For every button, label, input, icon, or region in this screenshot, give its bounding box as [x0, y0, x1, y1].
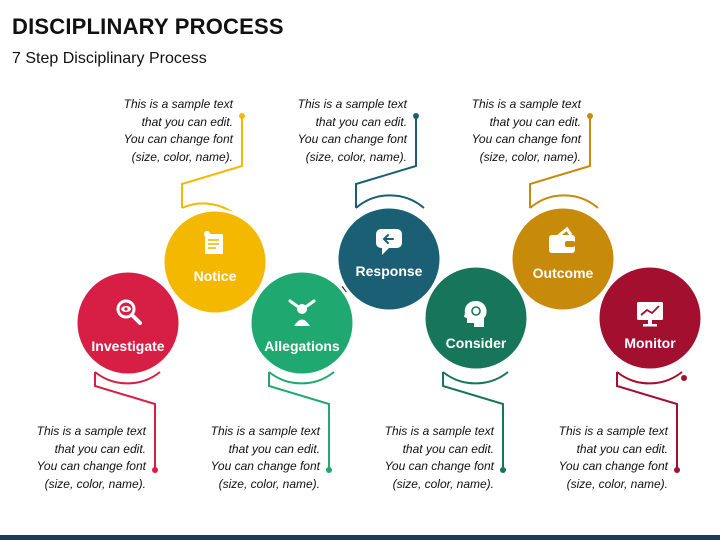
magnifier-eye-icon [116, 299, 142, 325]
note-line: that you can edit. [141, 114, 233, 129]
note-line: that you can edit. [576, 441, 668, 456]
callout-line-investigate [94, 372, 156, 470]
note-line: that you can edit. [228, 441, 320, 456]
step-label-investigate: Investigate [91, 338, 164, 354]
step-allegations: Allegations [248, 269, 356, 377]
page-title: DISCIPLINARY PROCESS [12, 14, 284, 39]
step-circle-outcome [509, 205, 617, 313]
callout-dot-monitor-top [681, 375, 687, 381]
note-line: This is a sample text [297, 97, 407, 111]
note-line: (size, color, name). [479, 149, 581, 164]
note-line: (size, color, name). [218, 476, 320, 491]
note-outcome: This is a sample text that you can edit.… [431, 96, 581, 166]
step-label-consider: Consider [446, 335, 507, 351]
note-line: You can change font [36, 459, 146, 473]
step-label-outcome: Outcome [533, 265, 594, 281]
callout-arc-monitor [616, 371, 683, 385]
callout-line-consider [442, 372, 504, 470]
note-line: (size, color, name). [392, 476, 494, 491]
note-line: You can change font [297, 132, 407, 146]
callout-dot-investigate [152, 467, 158, 473]
step-investigate: Investigate [74, 269, 182, 377]
step-response: Response [335, 205, 443, 313]
callout-dot-consider [500, 467, 506, 473]
note-line: You can change font [471, 132, 581, 146]
step-label-monitor: Monitor [624, 335, 676, 351]
note-line: You can change font [384, 459, 494, 473]
note-line: You can change font [123, 132, 233, 146]
outcome-wallet-icon [549, 226, 575, 253]
note-line: This is a sample text [471, 97, 581, 111]
note-line: that you can edit. [315, 114, 407, 129]
callout-dot-outcome [587, 113, 593, 119]
note-line: You can change font [210, 459, 320, 473]
note-line: This is a sample text [384, 424, 494, 438]
step-outcome: Outcome [509, 205, 617, 313]
page-subtitle: 7 Step Disciplinary Process [12, 50, 207, 67]
note-line: that you can edit. [54, 441, 146, 456]
callout-arc-notice [181, 202, 233, 213]
step-label-allegations: Allegations [264, 338, 340, 354]
note-response: This is a sample text that you can edit.… [257, 96, 407, 166]
callout-line-monitor [616, 372, 678, 470]
callout-dot-notice [239, 113, 245, 119]
note-line: This is a sample text [558, 424, 668, 438]
step-consider: Consider [422, 264, 530, 372]
notice-document-icon [204, 231, 223, 254]
note-line: This is a sample text [123, 97, 233, 111]
allegations-people-icon [288, 299, 316, 326]
note-line: that you can edit. [489, 114, 581, 129]
step-circle-notice [161, 208, 269, 316]
note-allegations: This is a sample text that you can edit.… [170, 423, 320, 493]
note-line: This is a sample text [210, 424, 320, 438]
note-line: This is a sample text [36, 424, 146, 438]
callout-arc-outcome [529, 194, 599, 209]
step-monitor: Monitor [596, 264, 704, 372]
callout-arc-consider [442, 371, 509, 385]
step-notice: Notice [161, 208, 269, 316]
note-line: You can change font [558, 459, 668, 473]
callout-arc-response [355, 194, 425, 209]
note-investigate: This is a sample text that you can edit.… [0, 423, 146, 493]
note-consider: This is a sample text that you can edit.… [344, 423, 494, 493]
note-line: (size, color, name). [131, 149, 233, 164]
step-circle-response [335, 205, 443, 313]
note-line: (size, color, name). [305, 149, 407, 164]
step-label-response: Response [356, 263, 423, 279]
note-notice: This is a sample text that you can edit.… [83, 96, 233, 166]
note-line: that you can edit. [402, 441, 494, 456]
note-line: (size, color, name). [566, 476, 668, 491]
callout-dot-monitor [674, 467, 680, 473]
callout-arc-allegations [268, 371, 335, 385]
response-chat-icon [376, 229, 402, 255]
step-label-notice: Notice [194, 268, 237, 284]
consider-head-icon [464, 301, 487, 327]
callout-dot-allegations [326, 467, 332, 473]
callout-arc-investigate [94, 371, 161, 385]
note-line: (size, color, name). [44, 476, 146, 491]
callout-dot-response [413, 113, 419, 119]
note-monitor: This is a sample text that you can edit.… [518, 423, 668, 493]
step-circle-investigate [74, 269, 182, 377]
callout-line-notice [181, 116, 243, 208]
callout-line-allegations [268, 372, 330, 470]
callout-line-response [355, 116, 417, 208]
monitor-chart-icon [637, 302, 663, 327]
callout-line-outcome [529, 116, 591, 208]
bottom-bar [0, 535, 720, 540]
